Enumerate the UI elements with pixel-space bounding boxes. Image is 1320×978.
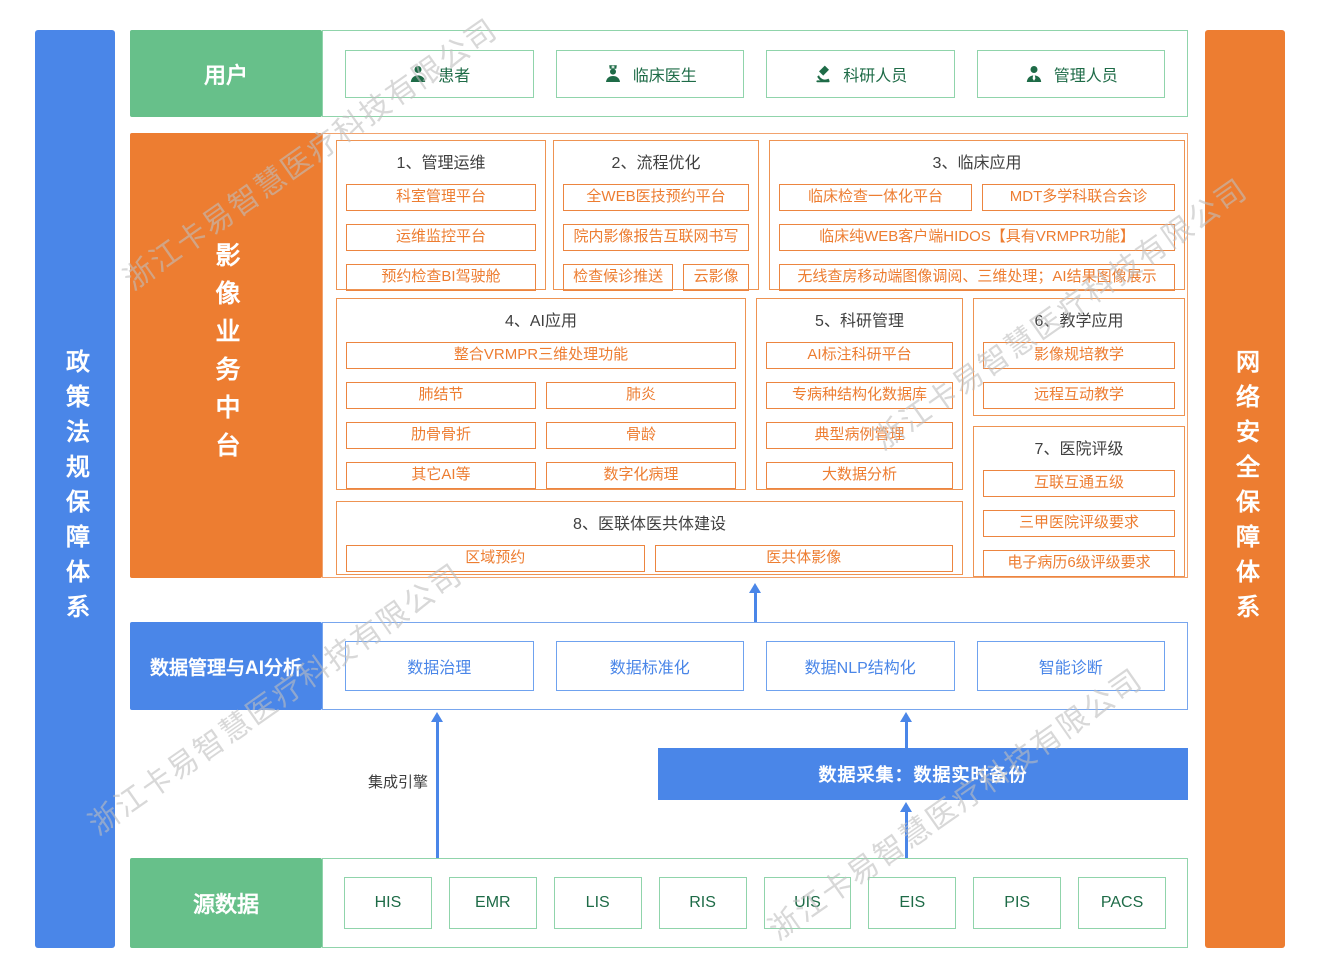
platform-item: 科室管理平台: [346, 184, 536, 211]
group-clinical-application: 3、临床应用 临床检查一体化平台 MDT多学科联合会诊 临床纯WEB客户端HID…: [769, 140, 1185, 291]
platform-item: 预约检查BI驾驶舱: [346, 264, 536, 291]
platform-item: 专病种结构化数据库: [766, 382, 953, 409]
platform-item: 医共体影像: [654, 545, 953, 572]
platform-item: 检查候诊推送: [563, 264, 674, 291]
group-management-ops: 1、管理运维 科室管理平台 运维监控平台 预约检查BI驾驶舱: [336, 140, 546, 291]
platform-item: AI标注科研平台: [766, 342, 953, 369]
platform-item: 三甲医院评级要求: [983, 510, 1175, 537]
integration-engine-label: 集成引擎: [368, 774, 429, 791]
data-mgmt-row: 数据治理 数据标准化 数据NLP结构化 智能诊断: [322, 622, 1188, 710]
platform-item: 肋骨骨折: [346, 422, 536, 449]
group-title: 7、医院评级: [1034, 441, 1124, 458]
platform-item: 骨龄: [546, 422, 736, 449]
group-title: 6、教学应用: [1034, 313, 1124, 330]
platform-item: 区域预约: [346, 545, 645, 572]
group-medical-alliance: 8、医联体医共体建设 区域预约 医共体影像: [336, 501, 963, 575]
data-mgmt-row-label: 数据管理与AI分析: [130, 622, 322, 710]
source-item: PIS: [973, 877, 1062, 929]
source-item: RIS: [658, 877, 747, 929]
platform-item: 数字化病理: [546, 462, 736, 489]
platform-item: 大数据分析: [766, 462, 953, 489]
data-mgmt-item: 智能诊断: [976, 641, 1165, 691]
platform-item: 肺炎: [546, 382, 736, 409]
microscope-icon: [816, 65, 830, 82]
user-item-patient: 患者: [345, 49, 534, 98]
source-item: EMR: [448, 877, 537, 929]
platform-item: 电子病历6级评级要求: [983, 550, 1175, 577]
platform-item: 影像规培教学: [983, 342, 1175, 369]
platform-item: 无线查房移动端图像调阅、三维处理；AI结果图像展示: [779, 264, 1175, 291]
data-mgmt-item: 数据NLP结构化: [766, 641, 955, 691]
source-item: EIS: [868, 877, 957, 929]
platform-item: 其它AI等: [346, 462, 536, 489]
platform-item: 互联互通五级: [983, 470, 1175, 497]
group-research-management: 5、科研管理 AI标注科研平台 专病种结构化数据库 典型病例管理 大数据分析: [756, 298, 963, 490]
source-item: HIS: [344, 877, 432, 929]
platform-item: 全WEB医技预约平台: [563, 184, 749, 211]
platform-item: 院内影像报告互联网书写: [563, 224, 749, 251]
user-item-researcher: 科研人员: [766, 49, 955, 98]
user-item-label: 科研人员: [843, 67, 908, 85]
platform-item: 临床检查一体化平台: [779, 184, 972, 211]
group-title: 3、临床应用: [932, 155, 1022, 172]
user-item-admin: 管理人员: [976, 49, 1165, 98]
user-item-doctor: 临床医生: [555, 49, 744, 98]
users-row-label: 用户: [130, 30, 322, 117]
user-item-label: 管理人员: [1053, 67, 1118, 85]
platform-item: 临床纯WEB客户端HIDOS【具有VRMPR功能】: [779, 224, 1175, 251]
policy-regulation-label: 政策法规保障体系: [61, 349, 89, 629]
platform-row-label: 影像业务中台: [130, 133, 322, 578]
group-title: 5、科研管理: [815, 313, 904, 330]
source-row: HIS EMR LIS RIS UIS EIS PIS PACS: [322, 858, 1188, 948]
source-item: UIS: [763, 877, 852, 929]
platform-item: MDT多学科联合会诊: [982, 184, 1175, 211]
source-item: PACS: [1078, 877, 1166, 929]
source-row-label: 源数据: [130, 858, 322, 948]
platform-item: 远程互动教学: [983, 382, 1175, 409]
doctor-icon: [605, 64, 620, 82]
group-teaching-application: 6、教学应用 影像规培教学 远程互动教学: [973, 298, 1185, 416]
platform-item: 肺结节: [346, 382, 536, 409]
group-title: 2、流程优化: [611, 155, 701, 172]
network-security-label: 网络安全保障体系: [1231, 349, 1259, 629]
data-collection-bar: 数据采集：数据实时备份: [658, 748, 1188, 800]
policy-regulation-bar: 政策法规保障体系: [35, 30, 115, 948]
group-hospital-rating: 7、医院评级 互联互通五级 三甲医院评级要求 电子病历6级评级要求: [973, 426, 1185, 577]
group-ai-application: 4、AI应用 整合VRMPR三维处理功能 肺结节 肺炎 肋骨骨折 骨龄 其它AI…: [336, 298, 746, 490]
admin-icon: [1026, 65, 1041, 82]
platform-label-text: 影像业务中台: [212, 241, 240, 470]
data-mgmt-item: 数据治理: [345, 641, 534, 691]
group-title: 4、AI应用: [504, 313, 578, 330]
group-title: 1、管理运维: [396, 155, 486, 172]
platform-row: 1、管理运维 科室管理平台 运维监控平台 预约检查BI驾驶舱 2、流程优化 全W…: [322, 133, 1188, 578]
data-mgmt-item: 数据标准化: [555, 641, 744, 691]
source-item: LIS: [553, 877, 642, 929]
patient-icon: [411, 65, 426, 82]
platform-item: 云影像: [683, 264, 749, 291]
group-process-optimization: 2、流程优化 全WEB医技预约平台 院内影像报告互联网书写 检查候诊推送 云影像: [553, 140, 759, 291]
platform-item: 典型病例管理: [766, 422, 953, 449]
users-row: 患者 临床医生 科研人员 管理人员: [322, 30, 1188, 117]
user-item-label: 患者: [438, 67, 471, 85]
platform-item: 运维监控平台: [346, 224, 536, 251]
network-security-bar: 网络安全保障体系: [1205, 30, 1285, 948]
platform-item: 整合VRMPR三维处理功能: [346, 342, 736, 369]
user-item-label: 临床医生: [632, 67, 697, 85]
group-title: 8、医联体医共体建设: [573, 516, 726, 533]
